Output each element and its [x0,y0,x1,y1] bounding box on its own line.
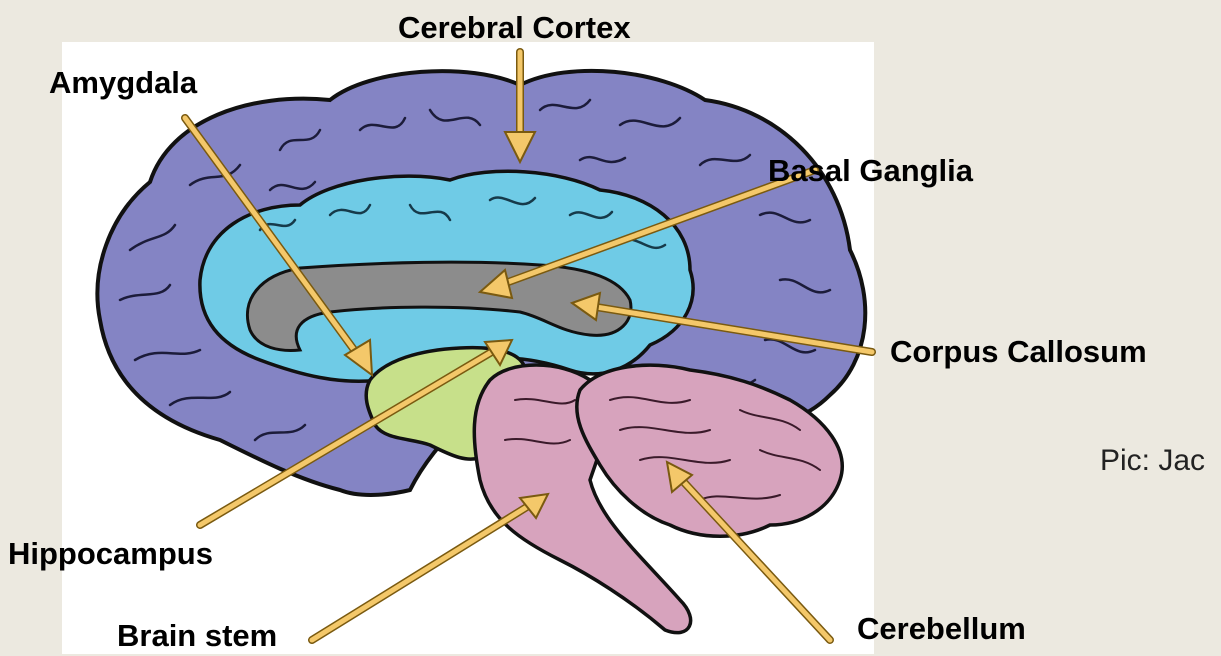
label-cerebral-cortex: Cerebral Cortex [398,12,631,43]
label-amygdala: Amygdala [49,67,197,98]
label-corpus-callosum: Corpus Callosum [890,336,1147,367]
label-cerebellum: Cerebellum [857,613,1026,644]
label-brain-stem: Brain stem [117,620,277,651]
label-basal-ganglia: Basal Ganglia [768,155,973,186]
label-hippocampus: Hippocampus [8,538,213,569]
picture-credit: Pic: Jac [1100,446,1205,476]
